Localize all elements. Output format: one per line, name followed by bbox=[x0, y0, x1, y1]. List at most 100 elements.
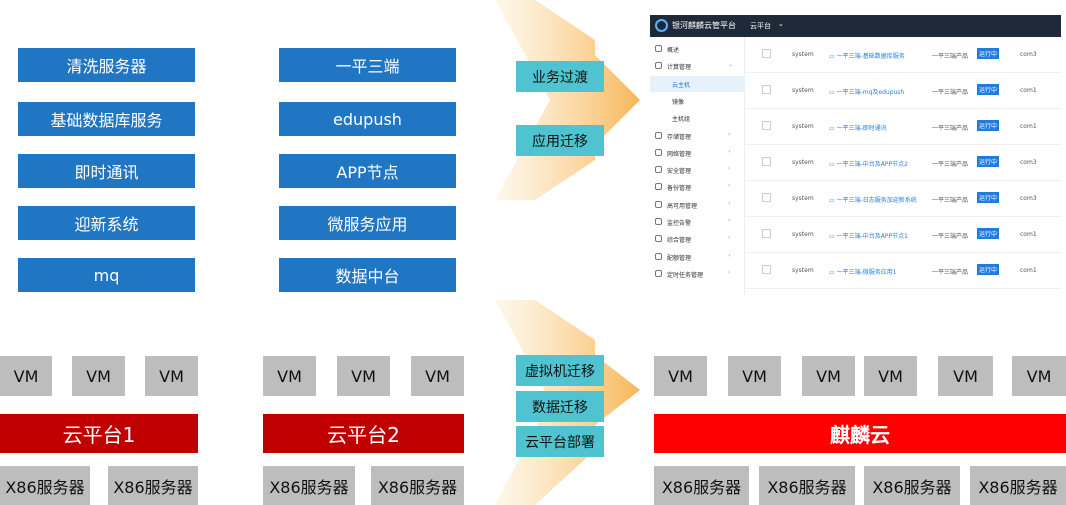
vm-box: VM bbox=[802, 356, 855, 396]
sidebar-item-label: 安全管理 bbox=[667, 168, 692, 176]
app-box: 一平三端 bbox=[279, 48, 456, 82]
migration-step: 云平台部署 bbox=[516, 426, 604, 457]
server-box: X86服务器 bbox=[263, 466, 355, 505]
cloud-platform-1: 云平台1 bbox=[0, 414, 198, 453]
vm-box: VM bbox=[1012, 356, 1066, 396]
row-vm-name[interactable]: ▭ 一平三端-中台及APP节点2 bbox=[829, 161, 908, 168]
monitor-icon bbox=[655, 218, 662, 225]
sidebar-item[interactable]: 高可用管理› bbox=[650, 197, 745, 213]
row-host: com1 bbox=[1020, 87, 1037, 94]
migration-step: 虚拟机迁移 bbox=[516, 355, 604, 386]
row-host: com1 bbox=[1020, 123, 1037, 130]
app-box: edupush bbox=[279, 102, 456, 136]
chevron-icon: › bbox=[728, 251, 731, 259]
backup-icon bbox=[655, 183, 662, 191]
migration-step: 数据迁移 bbox=[516, 391, 604, 422]
row-vm-name[interactable]: ▭ 一平三端-即时通讯 bbox=[829, 125, 887, 132]
sidebar-item-label: 云主机 bbox=[672, 81, 691, 89]
migration-step: 应用迁移 bbox=[516, 125, 604, 156]
row-user: system bbox=[792, 51, 814, 58]
server-box: X86服务器 bbox=[108, 466, 198, 505]
row-host: com1 bbox=[1020, 231, 1037, 238]
server-box: X86服务器 bbox=[371, 466, 464, 505]
row-vm-name[interactable]: ▭ 一平三端-日志服务加迎新系统 bbox=[829, 197, 917, 204]
row-checkbox[interactable] bbox=[762, 193, 771, 202]
vm-box: VM bbox=[864, 356, 917, 396]
row-vm-name[interactable]: ▭ 一平三端-中台及APP节点1 bbox=[829, 233, 908, 240]
row-product: 一平三端产品 bbox=[932, 53, 969, 60]
server-box: X86服务器 bbox=[864, 466, 960, 505]
sidebar-item-label: 镜像 bbox=[672, 98, 685, 106]
chevron-icon: › bbox=[728, 268, 731, 276]
sidebar-item-label: 备份管理 bbox=[667, 185, 692, 193]
sidebar-item[interactable]: 配额管理› bbox=[650, 249, 745, 265]
row-vm-name[interactable]: ▭ 一平三端-微服务应用1 bbox=[829, 269, 897, 276]
app-box: 数据中台 bbox=[279, 258, 456, 292]
sidebar-item-label: 概述 bbox=[667, 47, 680, 54]
row-product: 一平三端产品 bbox=[932, 125, 969, 132]
row-checkbox[interactable] bbox=[762, 157, 771, 166]
row-user: system bbox=[792, 87, 814, 94]
row-checkbox[interactable] bbox=[762, 265, 771, 274]
row-checkbox[interactable] bbox=[762, 121, 771, 130]
sidebar-item[interactable]: 主机组 bbox=[650, 110, 745, 126]
kylin-cloud: 麒麟云 bbox=[654, 414, 1066, 453]
sidebar-item-label: 主机组 bbox=[672, 116, 691, 124]
vm-box: VM bbox=[938, 356, 993, 396]
network-icon bbox=[655, 148, 662, 156]
row-checkbox[interactable] bbox=[762, 49, 771, 58]
sidebar-item[interactable]: 定时任务管理 › bbox=[650, 266, 745, 282]
console-topbar: 银河麒麟云管平台 云平台 ⌄ bbox=[650, 15, 1061, 37]
chevron-icon: › bbox=[728, 147, 731, 155]
row-vm-name[interactable]: ▭ 一平三端-基础数据库服务 bbox=[829, 53, 905, 60]
chevron-down-icon[interactable]: ⌄ bbox=[778, 20, 784, 28]
sidebar-item[interactable]: 云主机 bbox=[650, 75, 745, 92]
console-title: 银河麒麟云管平台 bbox=[672, 21, 736, 30]
sidebar-item-label: 定时任务管理 bbox=[667, 271, 704, 279]
app-box: 清洗服务器 bbox=[18, 48, 195, 82]
ha-icon bbox=[655, 200, 662, 208]
tab-cloud-platform[interactable]: 云平台 bbox=[750, 22, 771, 30]
vm-box: VM bbox=[654, 356, 707, 396]
chevron-icon: › bbox=[728, 234, 731, 242]
vm-box: VM bbox=[145, 356, 198, 396]
row-product: 一平三端产品 bbox=[932, 197, 969, 204]
app-box: mq bbox=[18, 258, 195, 292]
row-host: com3 bbox=[1020, 51, 1037, 58]
row-vm-name[interactable]: ▭ 一平三端-mq及edupush bbox=[829, 89, 905, 96]
chevron-icon: › bbox=[728, 217, 731, 224]
sidebar-item[interactable]: 备份管理 › bbox=[650, 179, 745, 195]
clock-icon bbox=[655, 269, 662, 277]
sidebar-item[interactable]: 综合管理› bbox=[650, 231, 745, 247]
vm-box: VM bbox=[728, 356, 781, 396]
row-checkbox[interactable] bbox=[762, 85, 771, 94]
sidebar-item[interactable]: 计算管理⌄ bbox=[650, 58, 745, 74]
status-badge: 运行中 bbox=[977, 228, 999, 239]
console-sidebar: 概述计算管理⌄云主机镜像主机组存储管理›网络管理›安全管理›备份管理›高可用管理… bbox=[650, 37, 745, 295]
row-product: 一平三端产品 bbox=[932, 233, 969, 240]
row-checkbox[interactable] bbox=[762, 229, 771, 238]
migration-step: 业务过渡 bbox=[516, 61, 604, 92]
sidebar-item[interactable]: 网络管理› bbox=[650, 145, 745, 161]
sidebar-item[interactable]: 镜像 bbox=[650, 93, 745, 109]
row-product: 一平三端产品 bbox=[932, 269, 969, 276]
sidebar-item[interactable]: 存储管理› bbox=[650, 128, 745, 144]
row-user: system bbox=[792, 159, 814, 166]
sidebar-item[interactable]: 安全管理› bbox=[650, 162, 745, 178]
app-box: 即时通讯 bbox=[18, 154, 195, 188]
server-box: X86服务器 bbox=[970, 466, 1066, 505]
chevron-icon: › bbox=[728, 130, 731, 138]
sidebar-item[interactable]: 概述 bbox=[650, 41, 745, 57]
grid-icon bbox=[655, 45, 662, 52]
chevron-icon: › bbox=[728, 182, 731, 190]
row-product: 一平三端产品 bbox=[932, 89, 969, 96]
row-product: 一平三端产品 bbox=[932, 161, 969, 168]
sidebar-item[interactable]: 监控告警› bbox=[650, 214, 745, 230]
